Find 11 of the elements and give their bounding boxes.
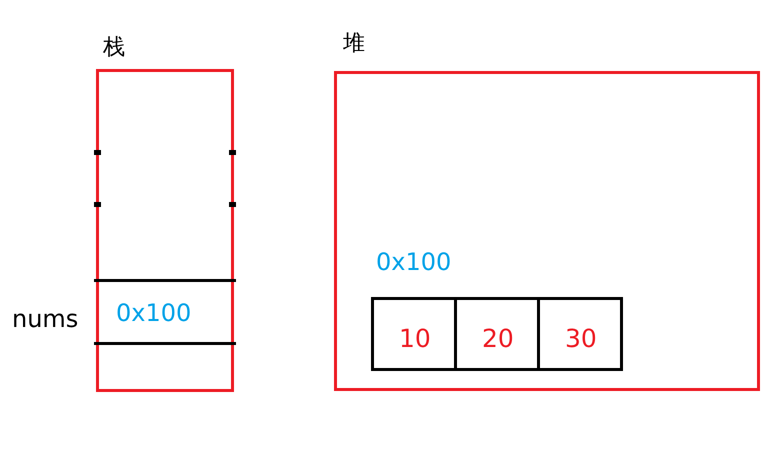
variable-name: nums — [12, 305, 78, 333]
heading: 堆 — [343, 30, 365, 58]
address-label: 0x100 — [376, 248, 452, 276]
address-value: 0x100 — [116, 299, 192, 327]
array-value: 10 — [399, 324, 431, 353]
array-cell — [371, 297, 457, 371]
array-value: 30 — [565, 324, 597, 353]
heading: 栈 — [103, 34, 125, 62]
array-cell — [454, 297, 540, 371]
array-cell — [537, 297, 623, 371]
array-value: 20 — [482, 324, 514, 353]
